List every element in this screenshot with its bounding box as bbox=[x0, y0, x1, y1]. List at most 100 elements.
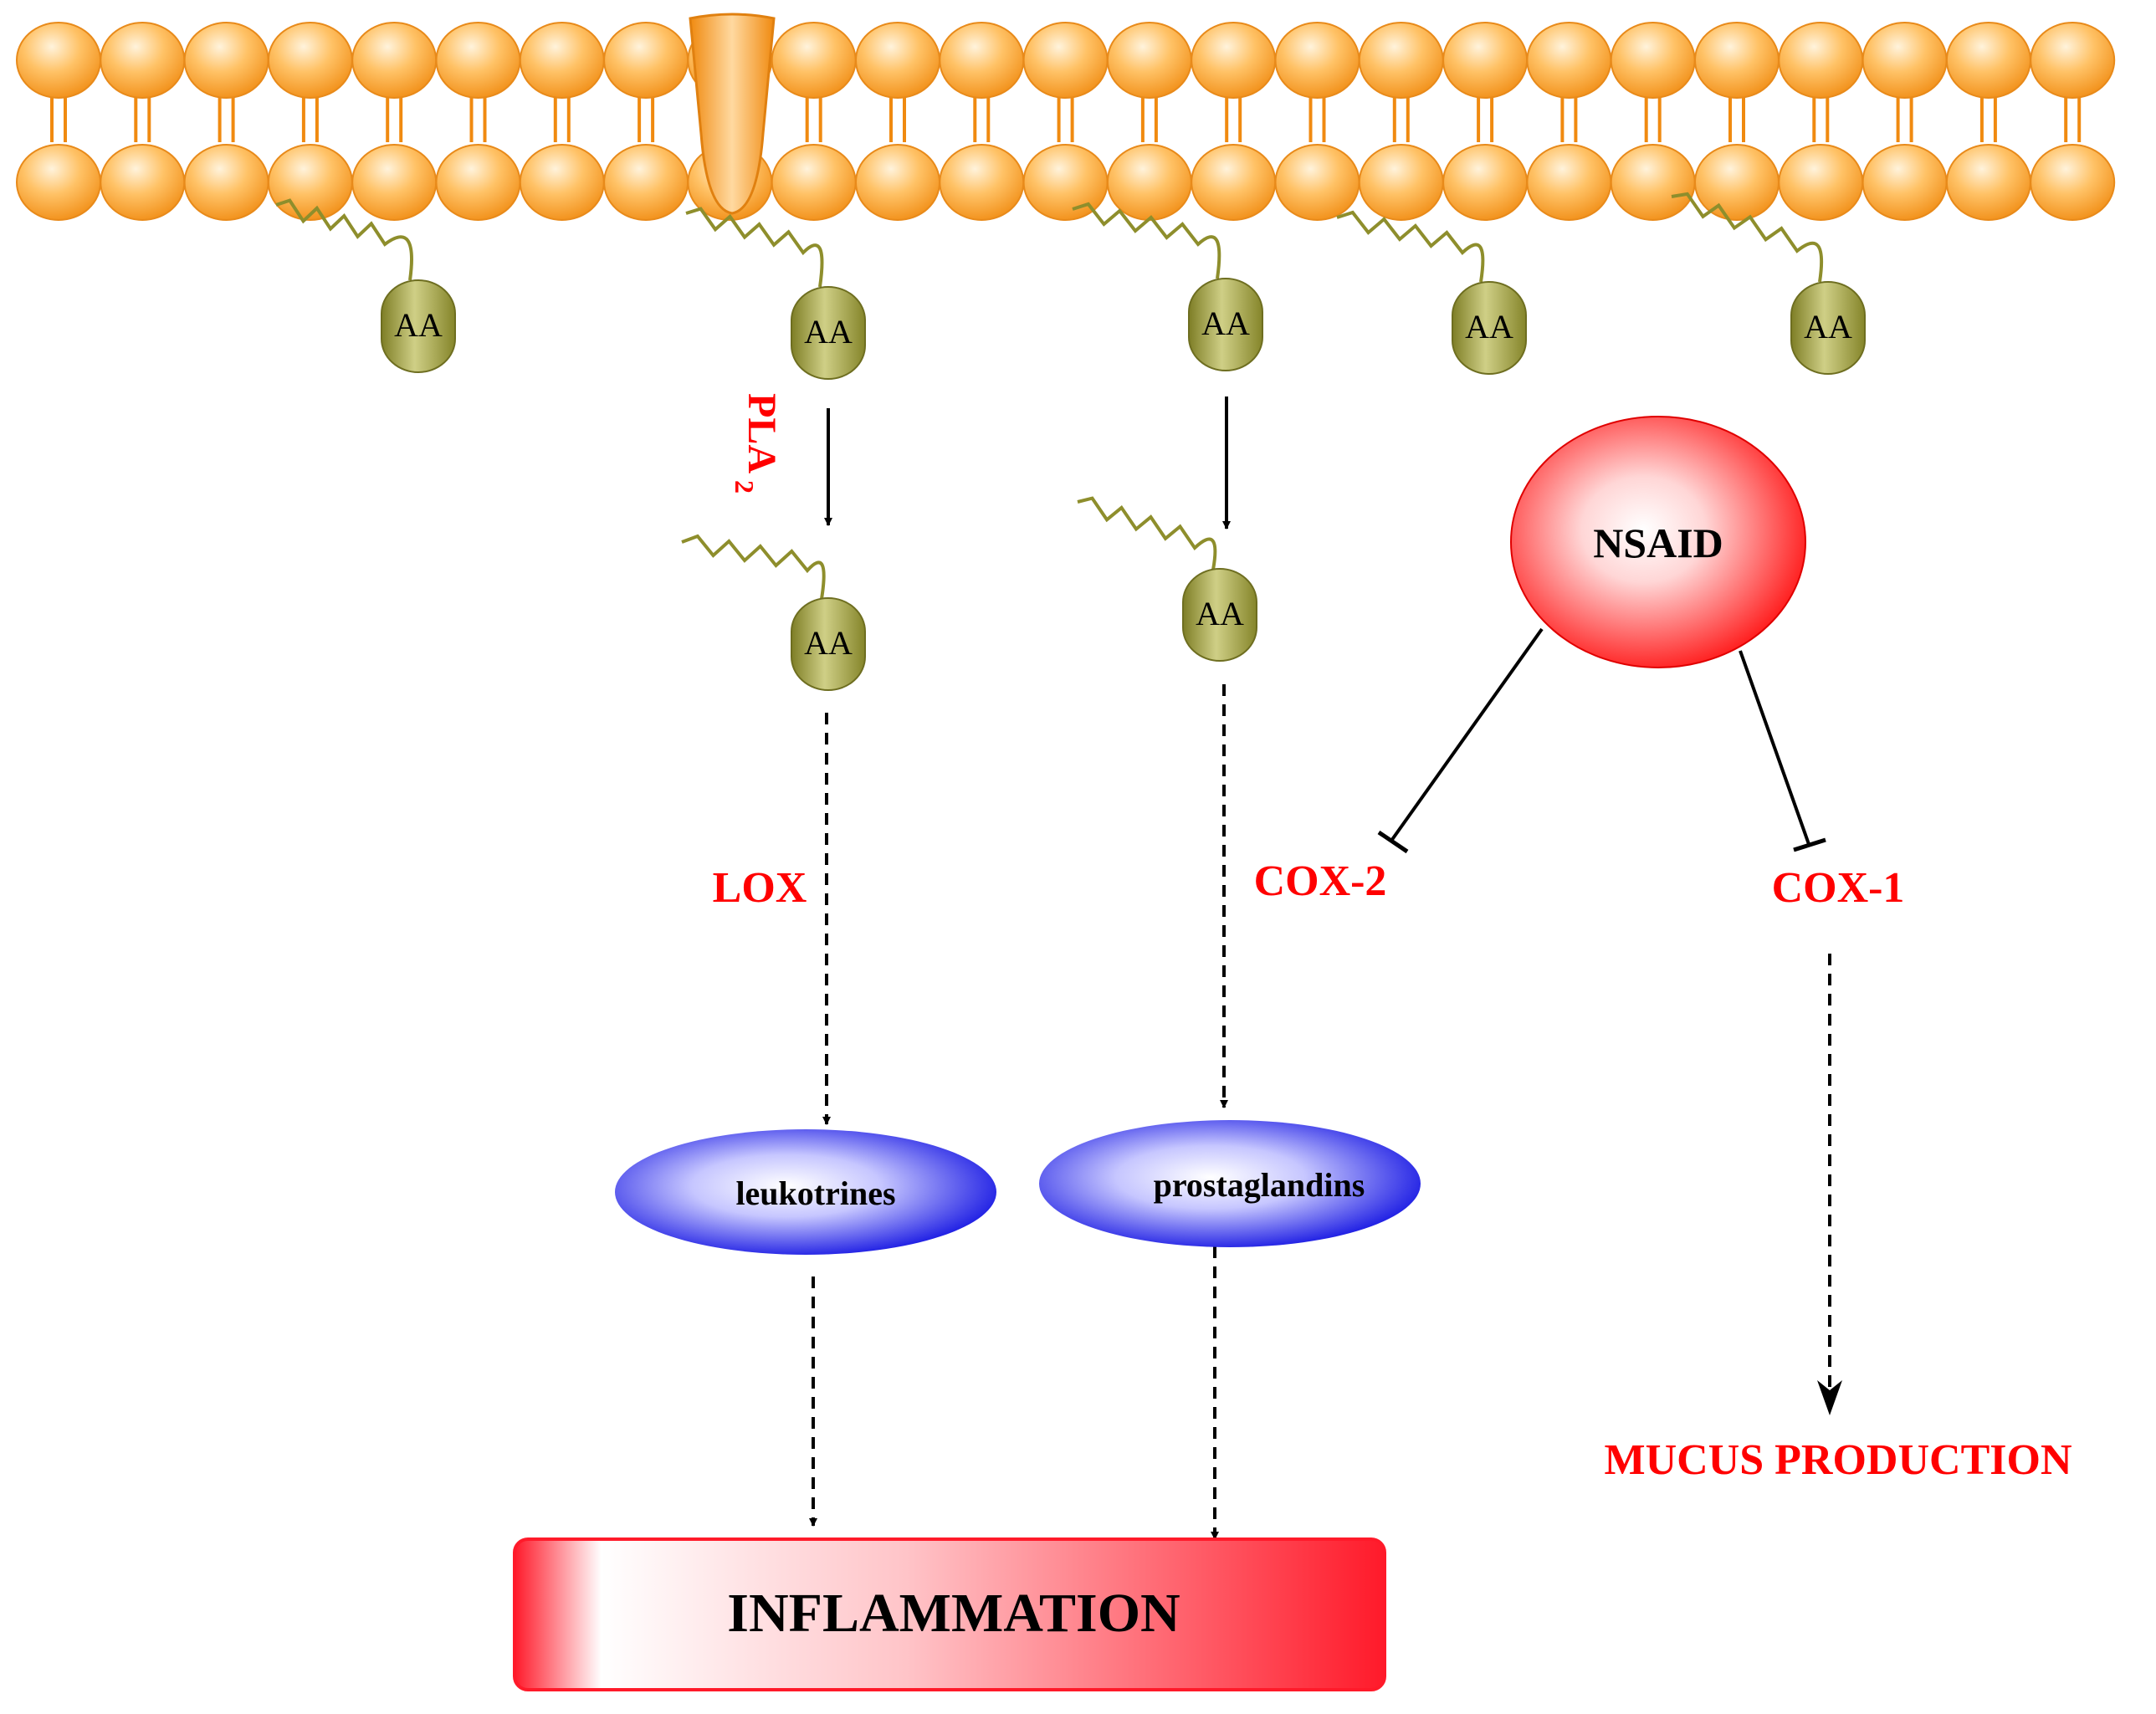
lipid-head-inner bbox=[1106, 144, 1192, 221]
lipid-head-outer bbox=[1022, 22, 1109, 99]
lipid-head-inner bbox=[1526, 144, 1612, 221]
aa-released-right: AA bbox=[1077, 496, 1257, 662]
fatty-acid-chain bbox=[1072, 202, 1221, 279]
aa-label: AA bbox=[1465, 308, 1513, 345]
aa-molecule-1: AA bbox=[275, 198, 456, 373]
lox-label: LOX bbox=[713, 864, 807, 912]
lipid-head-inner bbox=[100, 144, 186, 221]
lipid-head-outer bbox=[2030, 22, 2116, 99]
lipid-head-inner bbox=[1945, 144, 2031, 221]
nsaid-label: NSAID bbox=[1593, 519, 1723, 566]
lipid-head-inner bbox=[1778, 144, 1864, 221]
lipid-head-inner bbox=[1191, 144, 1277, 221]
inflammation-box bbox=[513, 1537, 1386, 1691]
lipid-head-outer bbox=[183, 22, 269, 99]
leukotrines-label: leukotrines bbox=[735, 1174, 895, 1212]
lipid-head-inner bbox=[435, 144, 521, 221]
fatty-acid-chain bbox=[1336, 210, 1485, 283]
arachidonic-acid-molecules: AA AA AA AA AA AA AA bbox=[275, 192, 1866, 691]
lipid-head-inner bbox=[16, 144, 101, 221]
lipid-head-outer bbox=[1526, 22, 1612, 99]
lipid-head-outer bbox=[1442, 22, 1529, 99]
aa-capsule bbox=[1790, 281, 1866, 375]
lipid-head-outer bbox=[1106, 22, 1192, 99]
lipid-head-inner bbox=[1022, 144, 1109, 221]
aa-label: AA bbox=[1201, 304, 1250, 342]
lipid-head-outer bbox=[1191, 22, 1277, 99]
lipid-head-outer bbox=[1274, 22, 1360, 99]
aa-molecule-3: AA bbox=[1072, 202, 1263, 371]
lipid-head-outer bbox=[16, 22, 101, 99]
mucus-production-label: MUCUS PRODUCTION bbox=[1605, 1436, 2072, 1484]
lipid-head-outer bbox=[1778, 22, 1864, 99]
lipid-head-outer bbox=[267, 22, 353, 99]
aa-capsule bbox=[791, 597, 866, 691]
lipid-head-outer bbox=[435, 22, 521, 99]
phospholipid-bilayer bbox=[16, 22, 2116, 221]
lipid-head-outer bbox=[519, 22, 605, 99]
lipid-head-inner bbox=[603, 144, 689, 221]
nsaid-inhibits-cox1-line bbox=[1739, 650, 1811, 847]
nsaid-inhibits-cox2-bar bbox=[1377, 830, 1409, 854]
aa-capsule bbox=[791, 286, 866, 380]
fatty-acid-chain bbox=[681, 534, 826, 600]
pla2-text: PLA bbox=[740, 393, 784, 473]
nsaid-sphere bbox=[1510, 416, 1806, 668]
aa-molecule-4: AA bbox=[1336, 210, 1527, 375]
aa-label: AA bbox=[804, 313, 853, 350]
lipid-head-inner bbox=[855, 144, 940, 221]
lipid-head-inner bbox=[939, 144, 1025, 221]
lipid-head-outer bbox=[1610, 22, 1696, 99]
aa-released-left: AA bbox=[681, 534, 866, 691]
lipid-head-outer bbox=[855, 22, 940, 99]
prostaglandins-label: prostaglandins bbox=[1154, 1166, 1365, 1204]
lipid-head-inner bbox=[1694, 144, 1780, 221]
lipid-head-outer bbox=[771, 22, 857, 99]
aa-capsule bbox=[1188, 278, 1263, 371]
inflammation-label: INFLAMMATION bbox=[727, 1583, 1180, 1644]
lipid-head-inner bbox=[351, 144, 438, 221]
lipid-head-inner bbox=[519, 144, 605, 221]
aa-capsule bbox=[1452, 281, 1527, 375]
aa-label: AA bbox=[804, 624, 853, 662]
membrane-channel-protein bbox=[689, 13, 776, 215]
pla2-label: PLA 2 bbox=[730, 393, 784, 494]
cox1-label: COX-1 bbox=[1772, 864, 1905, 912]
lipid-head-inner bbox=[183, 144, 269, 221]
aa-molecule-2: AA bbox=[685, 207, 866, 380]
fatty-acid-chain bbox=[275, 198, 413, 281]
lipid-head-outer bbox=[603, 22, 689, 99]
lipid-head-inner bbox=[1862, 144, 1948, 221]
cox2-label: COX-2 bbox=[1254, 857, 1387, 905]
fatty-acid-chain bbox=[1077, 496, 1217, 570]
nsaid-inhibits-cox1-bar bbox=[1793, 837, 1826, 852]
lipid-head-outer bbox=[351, 22, 438, 99]
fatty-acid-chain bbox=[685, 207, 824, 288]
aa-label: AA bbox=[1196, 595, 1244, 632]
lipid-head-inner bbox=[1610, 144, 1696, 221]
pla2-subscript: 2 bbox=[730, 480, 760, 494]
leukotrines-ellipse bbox=[615, 1129, 996, 1255]
lipid-head-inner bbox=[1442, 144, 1529, 221]
aa-label: AA bbox=[1804, 308, 1852, 345]
aa-molecule-5: AA bbox=[1671, 192, 1866, 375]
lipid-head-inner bbox=[2030, 144, 2116, 221]
lipid-head-inner bbox=[1274, 144, 1360, 221]
lipid-head-inner bbox=[771, 144, 857, 221]
lipid-head-outer bbox=[1358, 22, 1444, 99]
lipid-head-outer bbox=[1945, 22, 2031, 99]
lipid-head-inner bbox=[267, 144, 353, 221]
aa-capsule bbox=[1182, 568, 1257, 662]
lipid-head-outer bbox=[100, 22, 186, 99]
cox1-to-mucus-arrowhead bbox=[1817, 1380, 1842, 1415]
fatty-acid-chain bbox=[1671, 192, 1824, 283]
lipid-head-inner bbox=[1358, 144, 1444, 221]
aa-capsule bbox=[381, 279, 456, 373]
lipid-head-outer bbox=[1694, 22, 1780, 99]
nsaid-inhibits-cox2-line bbox=[1390, 627, 1544, 842]
lipid-head-outer bbox=[939, 22, 1025, 99]
aa-label: AA bbox=[394, 306, 443, 344]
lipid-head-outer bbox=[1862, 22, 1948, 99]
prostaglandins-ellipse bbox=[1039, 1120, 1421, 1247]
